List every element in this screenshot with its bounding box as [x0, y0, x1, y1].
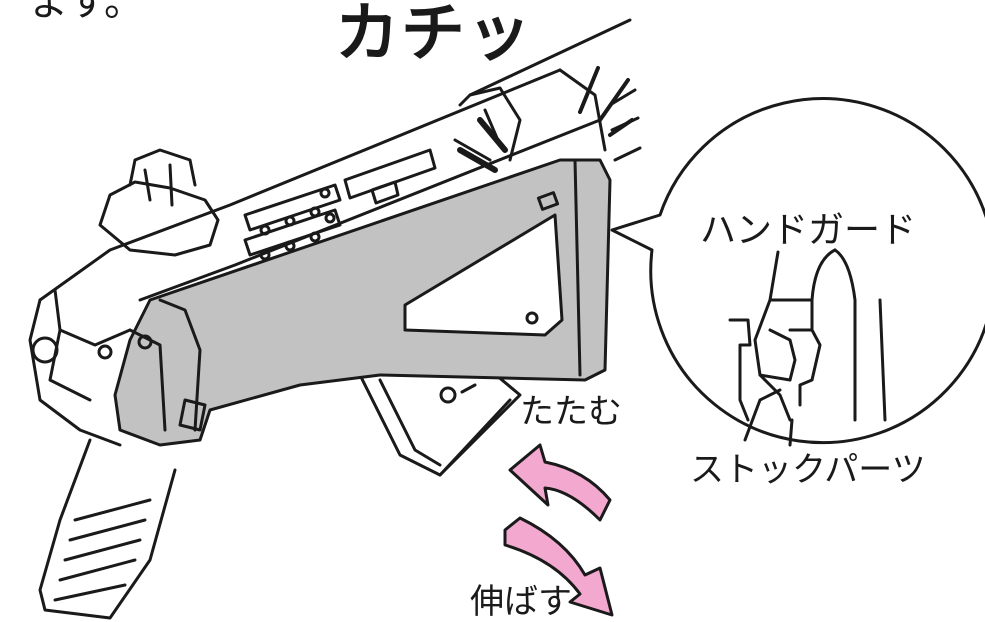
label-handguard: ハンドガード: [700, 210, 917, 251]
label-stock-parts: ストックパーツ: [690, 450, 926, 490]
label-extend: 伸ばす: [470, 582, 572, 622]
rifle-illustration: [28, 18, 642, 620]
detail-magnifier-circle: [610, 97, 985, 447]
label-fold: たたむ: [520, 392, 622, 432]
top-caption: ます。: [28, 0, 144, 25]
extend-arrow-icon: [503, 516, 614, 617]
sound-effect-text: カチッ: [335, 0, 533, 71]
click-motion-lines: [457, 66, 634, 173]
folding-stock: [113, 158, 612, 447]
fold-arrow-icon: [508, 443, 612, 522]
